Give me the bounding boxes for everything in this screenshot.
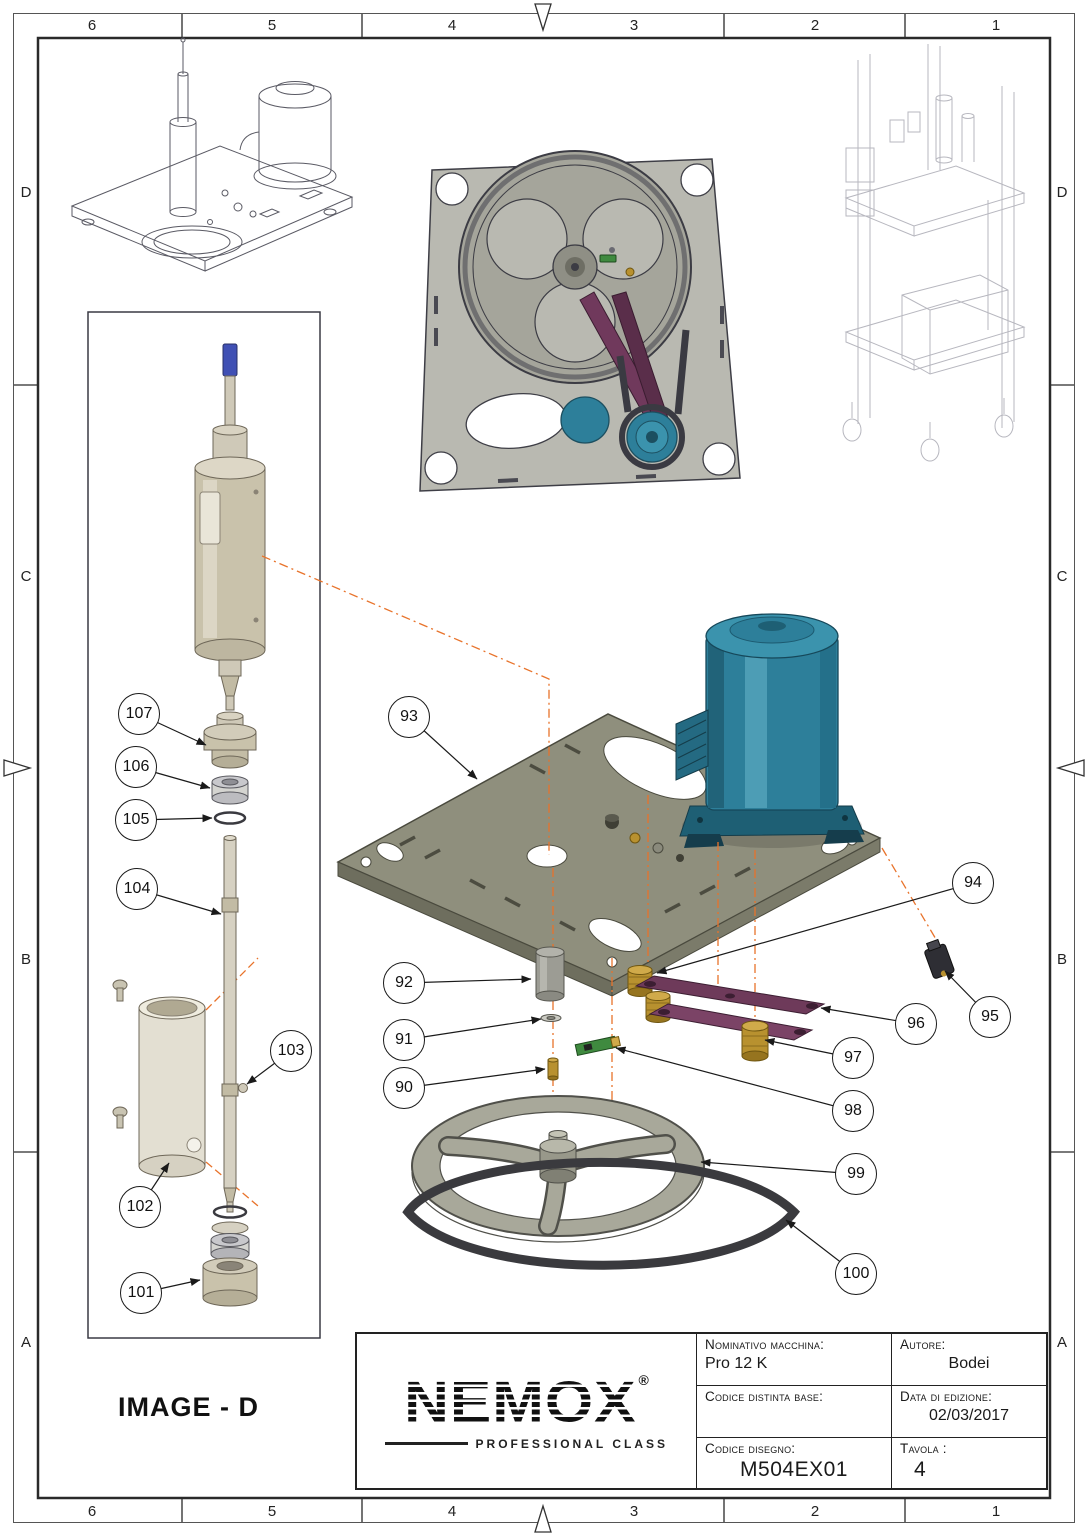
logo-rule xyxy=(385,1442,468,1445)
callout-99: 99 xyxy=(835,1153,877,1195)
field-machine-name: Nominativo macchina: Pro 12 K xyxy=(705,1337,825,1372)
grid-ref-label: 5 xyxy=(267,1503,277,1520)
callout-96: 96 xyxy=(895,1003,937,1045)
callout-90: 90 xyxy=(383,1067,425,1109)
callout-94: 94 xyxy=(952,862,994,904)
grid-ref-label: 3 xyxy=(629,17,639,34)
part-107-bearing-housing xyxy=(203,711,257,769)
grid-ref-label: B xyxy=(1056,951,1067,968)
grid-ref-label: 1 xyxy=(991,1503,1001,1520)
part-97-arm-pulley xyxy=(648,1003,814,1062)
grid-ref-label: D xyxy=(20,184,32,201)
grid-ref-label: C xyxy=(1056,568,1068,585)
title-block: NEMOX ® PROFESSIONAL CLASS Nominativo ma… xyxy=(355,1332,1048,1490)
callout-104: 104 xyxy=(116,868,158,910)
view-cart-overview xyxy=(842,44,1026,462)
callout-100: 100 xyxy=(835,1253,877,1295)
part-102-tube xyxy=(112,979,206,1178)
field-author: Autore: Bodei xyxy=(891,1334,1046,1386)
callout-91: 91 xyxy=(383,1019,425,1061)
field-edition-date: Data di edizione: 02/03/2017 xyxy=(891,1385,1046,1437)
grid-ref-label: D xyxy=(1056,184,1068,201)
part-91-washer xyxy=(540,1014,562,1022)
brand-name: NEMOX xyxy=(404,1370,637,1434)
callout-97: 97 xyxy=(832,1037,874,1079)
grid-ref-label: 1 xyxy=(991,17,1001,34)
field-bom-code: Codice distinta base: xyxy=(697,1385,891,1436)
part-104-shaft xyxy=(221,835,239,1213)
grid-ref-label: B xyxy=(20,951,31,968)
part-103-pin xyxy=(238,1083,248,1093)
title-block-fields: Nominativo macchina: Pro 12 K Autore: Bo… xyxy=(697,1334,1046,1488)
brand-tagline: PROFESSIONAL CLASS xyxy=(475,1436,668,1451)
grid-ref-label: 6 xyxy=(87,1503,97,1520)
view-assembly-overview xyxy=(70,37,354,272)
mixer-motor-unit xyxy=(194,343,266,711)
grid-ref-label: 3 xyxy=(629,1503,639,1520)
view-plate-underside xyxy=(419,150,741,492)
grid-ref-label: 2 xyxy=(810,1503,820,1520)
callout-102: 102 xyxy=(119,1186,161,1228)
drive-wheel-underside xyxy=(458,150,692,384)
callout-98: 98 xyxy=(832,1090,874,1132)
callout-92: 92 xyxy=(383,962,425,1004)
field-sheet-number: Tavola : 4 xyxy=(891,1436,1046,1488)
grid-ref-label: A xyxy=(20,1334,31,1351)
part-101-housing-stack xyxy=(202,1205,258,1307)
callout-106: 106 xyxy=(115,746,157,788)
part-100-belt xyxy=(402,1158,801,1270)
part-105-snap-ring xyxy=(213,811,247,825)
callout-103: 103 xyxy=(270,1030,312,1072)
part-96-arm xyxy=(634,975,826,1015)
part-106-bearing xyxy=(211,775,249,805)
frame-border xyxy=(3,3,1085,1533)
grid-ref-label: 4 xyxy=(447,1503,457,1520)
registered-mark: ® xyxy=(638,1371,649,1388)
main-motor xyxy=(675,613,865,848)
field-drawing-code: Codice disegno: M504EX01 xyxy=(697,1436,891,1488)
grid-ref-label: 5 xyxy=(267,17,277,34)
part-90-pin xyxy=(547,1057,559,1081)
image-label: IMAGE - D xyxy=(118,1392,259,1422)
grid-ref-label: 2 xyxy=(810,17,820,34)
callout-95: 95 xyxy=(969,996,1011,1038)
grid-ref-label: 4 xyxy=(447,17,457,34)
part-92-spacer xyxy=(535,946,565,1002)
grid-ref-label: C xyxy=(20,568,32,585)
grid-ref-label: 6 xyxy=(87,17,97,34)
part-98-sensor xyxy=(574,1035,621,1057)
callout-93: 93 xyxy=(388,696,430,738)
callout-105: 105 xyxy=(115,799,157,841)
part-95-switch xyxy=(924,938,955,979)
exploded-assembly xyxy=(261,555,955,1270)
grid-ref-label: A xyxy=(1056,1334,1067,1351)
callout-101: 101 xyxy=(120,1272,162,1314)
brand-logo: NEMOX ® PROFESSIONAL CLASS xyxy=(357,1334,697,1488)
callout-107: 107 xyxy=(118,693,160,735)
